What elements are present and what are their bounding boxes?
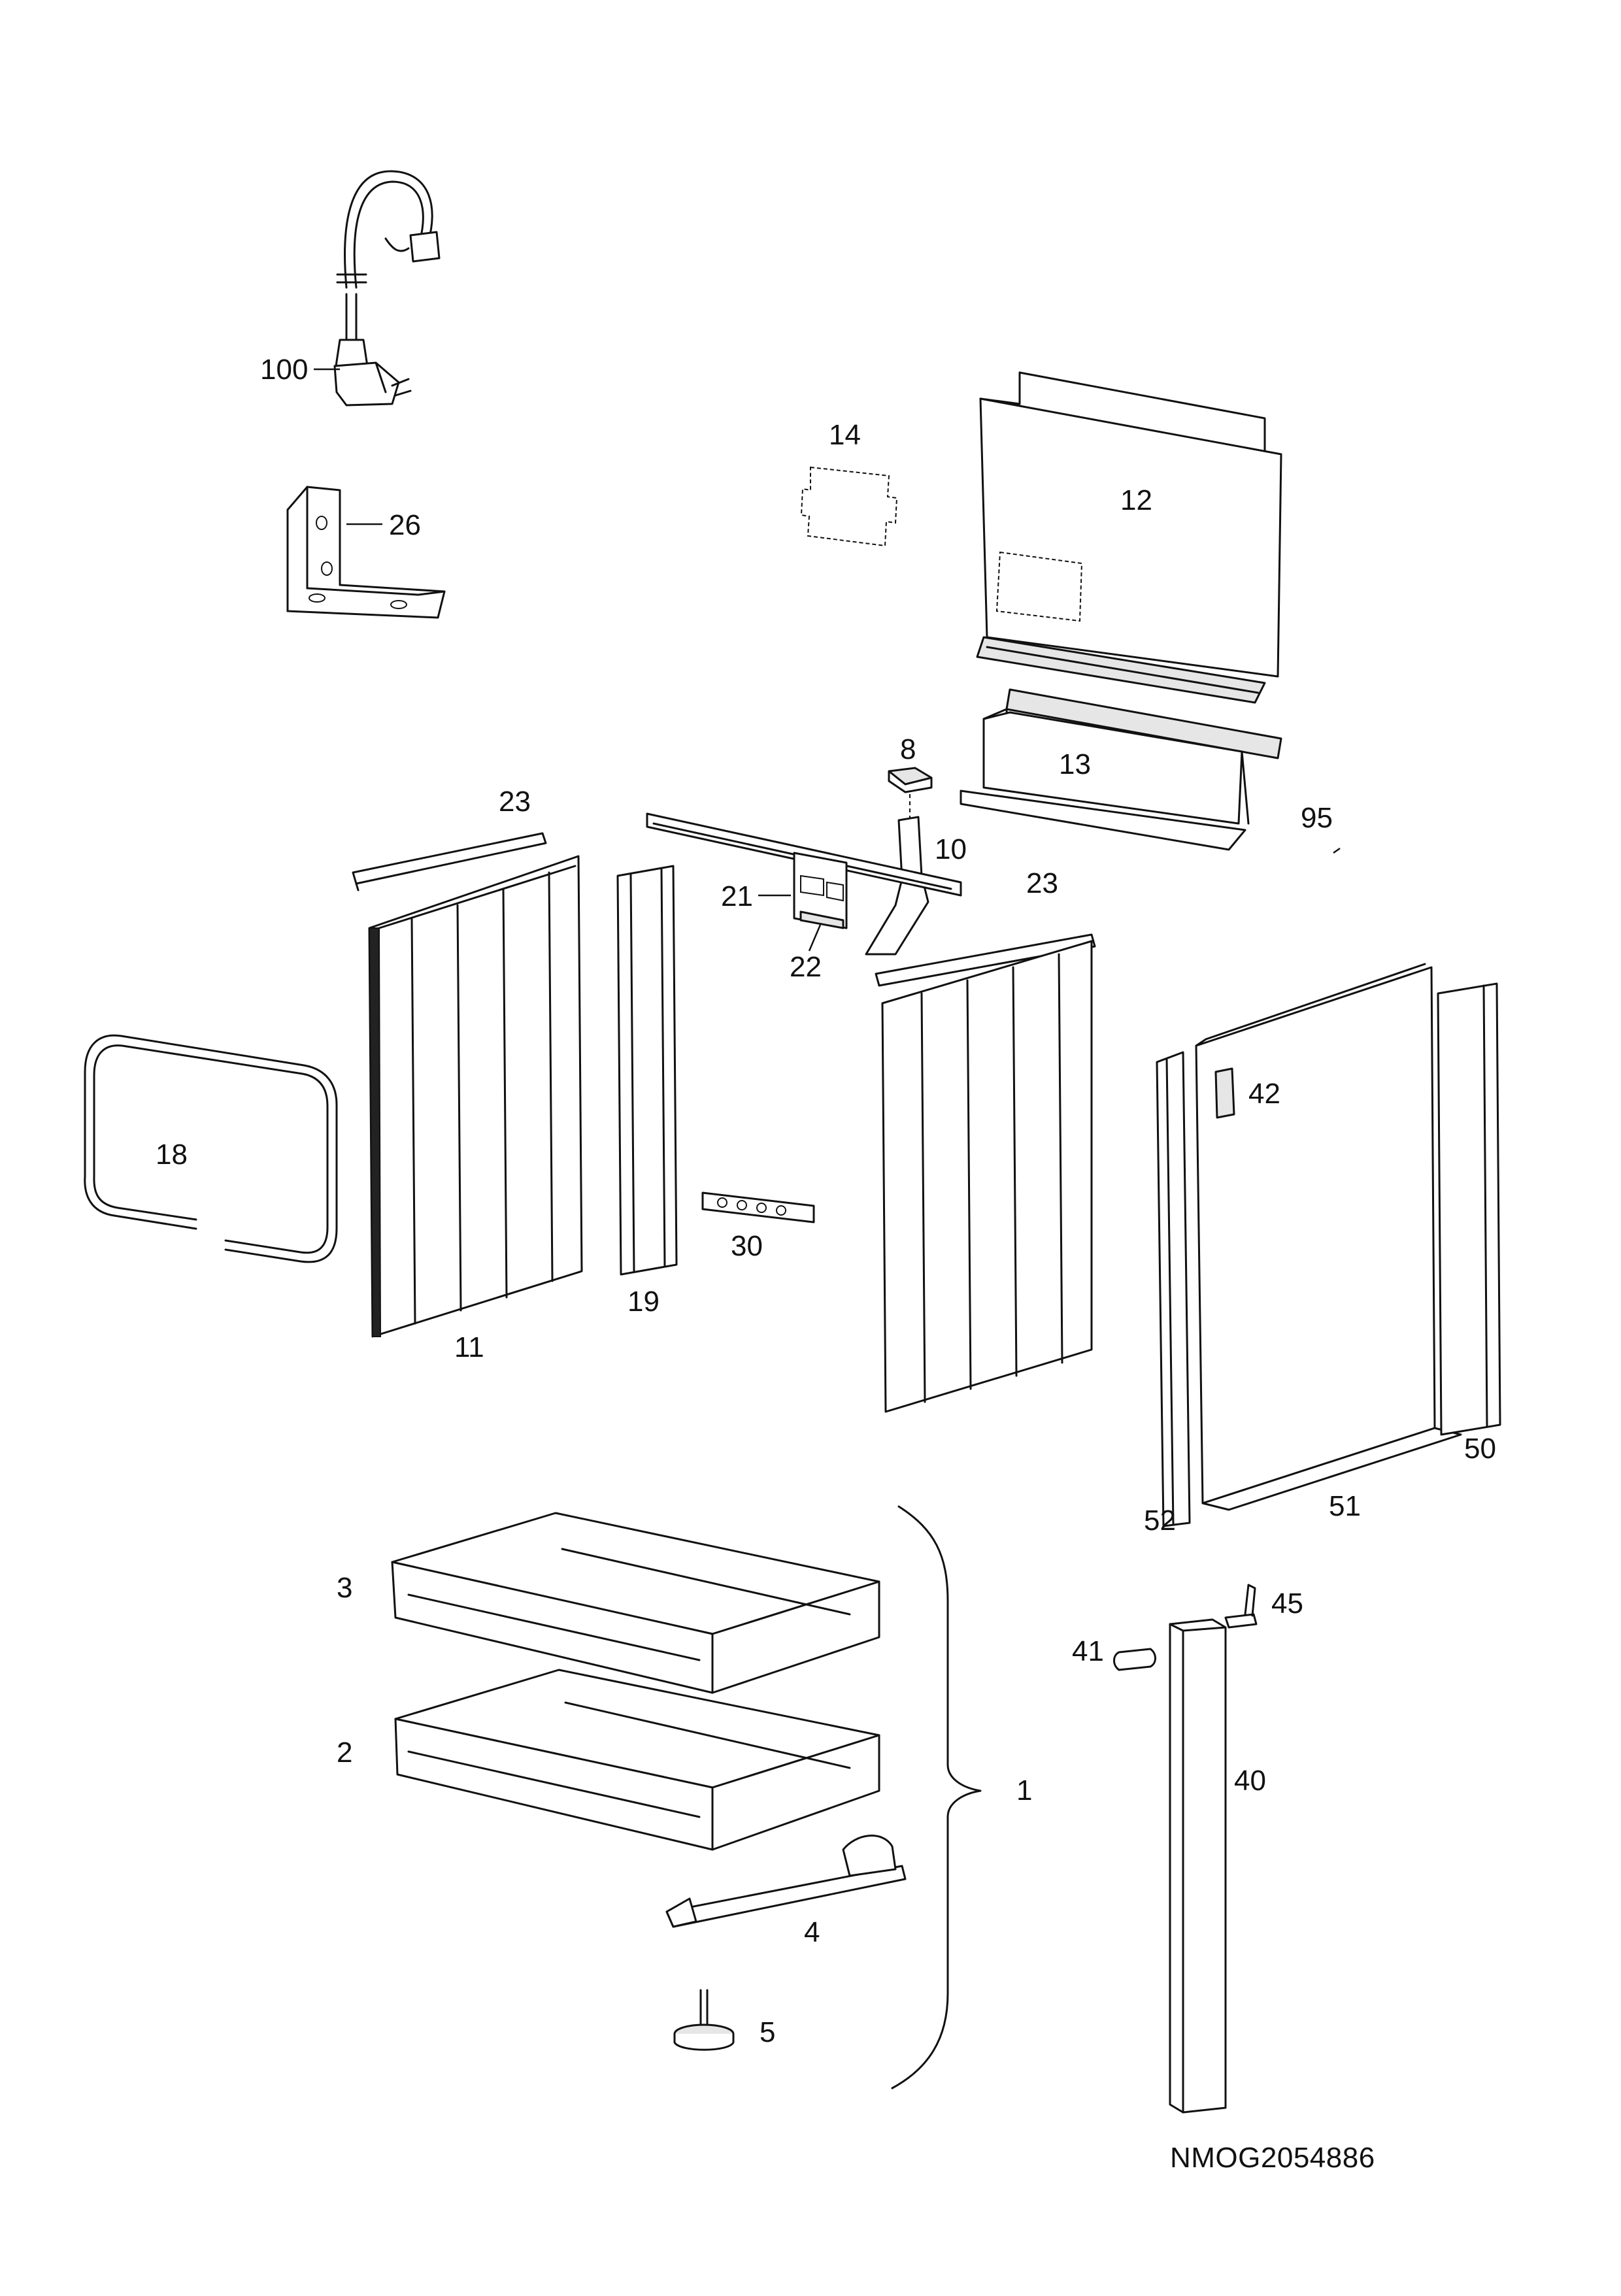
part-11-left-side-panel: [368, 855, 583, 1338]
callout-50: 50: [1464, 1433, 1496, 1465]
part-18-door-gasket: [84, 1034, 338, 1263]
callout-95: 95: [1301, 802, 1333, 834]
callout-18: 18: [156, 1139, 188, 1171]
group-1-brace: [891, 1505, 982, 2089]
part-14-cover-plate: [800, 466, 898, 547]
callout-45: 45: [1271, 1588, 1303, 1620]
callout-41: 41: [1072, 1635, 1104, 1667]
callout-11: 11: [454, 1331, 484, 1363]
callout-19: 19: [627, 1286, 660, 1318]
callout-30: 30: [731, 1230, 763, 1262]
part-8-grommet: [888, 767, 933, 820]
part-right-side-panel: [881, 940, 1093, 1413]
part-50-side-strip: [1437, 982, 1501, 1436]
callout-40: 40: [1234, 1765, 1266, 1797]
callout-leaders: [314, 368, 1341, 952]
part-10-duct: [865, 816, 929, 956]
part-45-hinge-pin: [1224, 1584, 1258, 1629]
callout-12: 12: [1120, 484, 1152, 516]
callout-52: 52: [1144, 1505, 1176, 1537]
part-13-back-channel: [960, 688, 1282, 851]
callout-23-right: 23: [1026, 867, 1058, 899]
callout-5: 5: [760, 2016, 776, 2048]
part-21-frame-rail: [646, 812, 962, 929]
part-5-adjustable-foot: [673, 1989, 735, 2051]
callout-42: 42: [1248, 1078, 1280, 1110]
callout-26: 26: [389, 509, 421, 541]
part-3-upper-drawer: [391, 1512, 880, 1694]
part-100-power-cord: [333, 170, 441, 407]
callout-10: 10: [935, 833, 967, 865]
drawing-code: NMOG2054886: [1170, 2142, 1375, 2174]
callout-14: 14: [829, 419, 861, 451]
part-22-bracket-plate: [799, 910, 844, 929]
callout-51: 51: [1329, 1490, 1361, 1522]
callout-23-left: 23: [499, 786, 531, 818]
callout-4: 4: [804, 1916, 820, 1948]
part-51-base-cabinet-side: [1195, 963, 1462, 1511]
part-2-lower-drawer: [394, 1669, 880, 1851]
part-30-terminal-block: [701, 1191, 815, 1223]
part-41-end-cap: [1113, 1648, 1156, 1671]
callout-3: 3: [337, 1572, 353, 1604]
callout-8: 8: [900, 733, 916, 765]
part-4-foot-rail: [665, 1835, 907, 1928]
part-42-hinge: [1214, 1067, 1235, 1119]
part-23-top-rail-right: [875, 933, 1096, 987]
part-19-vertical-post: [616, 865, 678, 1276]
callout-21: 21: [721, 880, 753, 912]
part-12-back-panel: [976, 371, 1282, 704]
callout-1: 1: [1016, 1774, 1033, 1806]
callout-22: 22: [790, 951, 822, 983]
callout-13: 13: [1059, 748, 1091, 780]
part-52-front-strip: [1156, 1051, 1191, 1527]
part-40-door-handle: [1169, 1618, 1227, 2114]
part-26-bracket: [286, 486, 446, 619]
callout-2: 2: [337, 1737, 353, 1769]
part-23-top-rail-left: [352, 832, 547, 891]
callout-100: 100: [260, 354, 309, 386]
